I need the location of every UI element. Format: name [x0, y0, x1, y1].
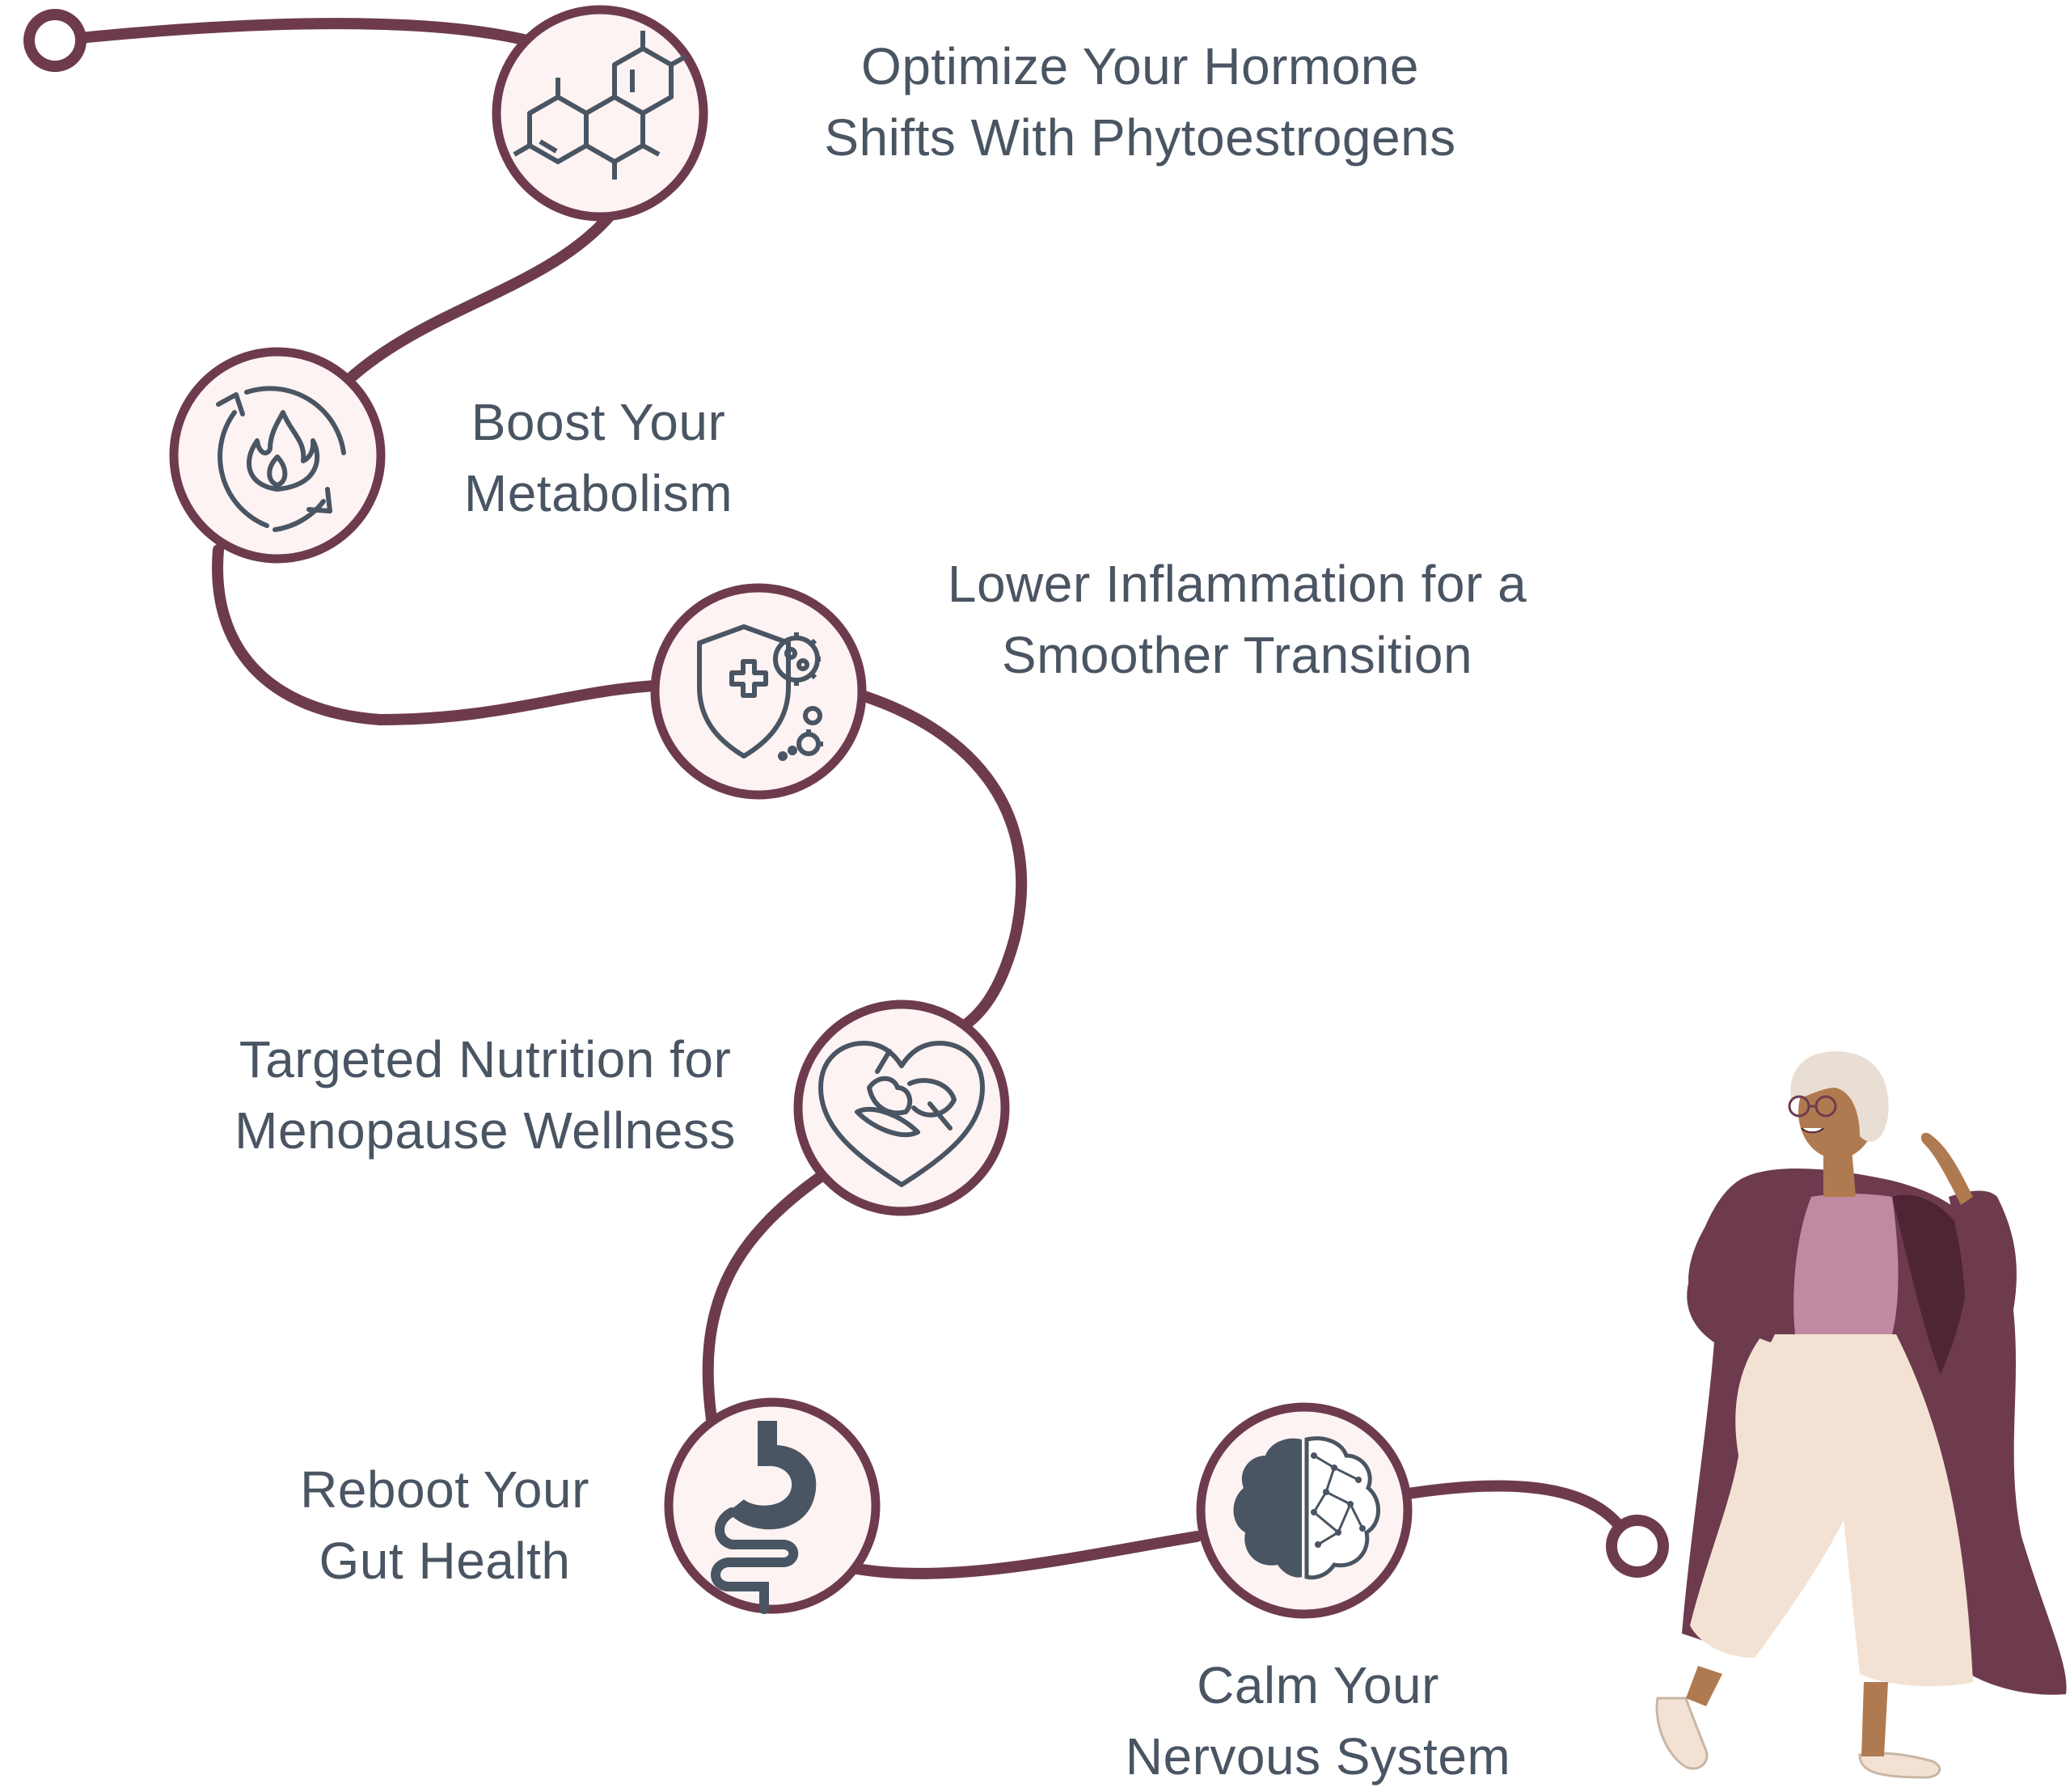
step-label-inflammation: Lower Inflammation for a Smoother Transi… — [873, 548, 1601, 691]
woman-illustration — [1655, 1051, 2067, 1779]
step-node-gut — [664, 1397, 881, 1614]
metabolism-flame-icon — [216, 386, 346, 532]
step-label-line: Nervous System — [1125, 1727, 1511, 1786]
immune-shield-icon — [697, 624, 823, 761]
step-label-gut: Reboot Your Gut Health — [243, 1454, 647, 1596]
step-label-line: Targeted Nutrition for — [239, 1030, 732, 1088]
path-end-marker — [1606, 1515, 1669, 1578]
step-label-line: Optimize Your Hormone — [861, 37, 1419, 95]
step-node-nervous — [1196, 1402, 1413, 1619]
step-label-line: Calm Your — [1197, 1656, 1439, 1714]
heart-vegetables-icon — [818, 1041, 985, 1187]
step-label-hormone: Optimize Your Hormone Shifts With Phytoe… — [736, 31, 1544, 173]
brain-icon — [1233, 1436, 1380, 1580]
roadmap-path — [49, 18, 1627, 1579]
step-label-line: Shifts With Phytoestrogens — [824, 108, 1456, 167]
step-node-nutrition — [793, 1000, 1010, 1216]
step-label-line: Menopause Wellness — [234, 1101, 736, 1160]
step-label-line: Reboot Your — [300, 1460, 589, 1519]
step-node-metabolism — [169, 347, 386, 564]
step-label-nutrition: Targeted Nutrition for Menopause Wellnes… — [170, 1024, 801, 1166]
stomach-icon — [711, 1421, 817, 1614]
molecule-icon — [513, 31, 687, 180]
step-label-line: Gut Health — [319, 1532, 571, 1590]
step-label-metabolism: Boost Your Metabolism — [404, 387, 792, 529]
step-label-line: Lower Inflammation for a — [947, 555, 1527, 613]
step-node-hormone — [492, 5, 708, 222]
step-label-line: Boost Your — [471, 393, 726, 451]
path-start-marker — [23, 9, 87, 72]
step-node-inflammation — [650, 583, 867, 800]
step-label-line: Smoother Transition — [1001, 626, 1473, 684]
step-label-nervous: Calm Your Nervous System — [1059, 1650, 1577, 1792]
step-label-line: Metabolism — [463, 464, 733, 522]
